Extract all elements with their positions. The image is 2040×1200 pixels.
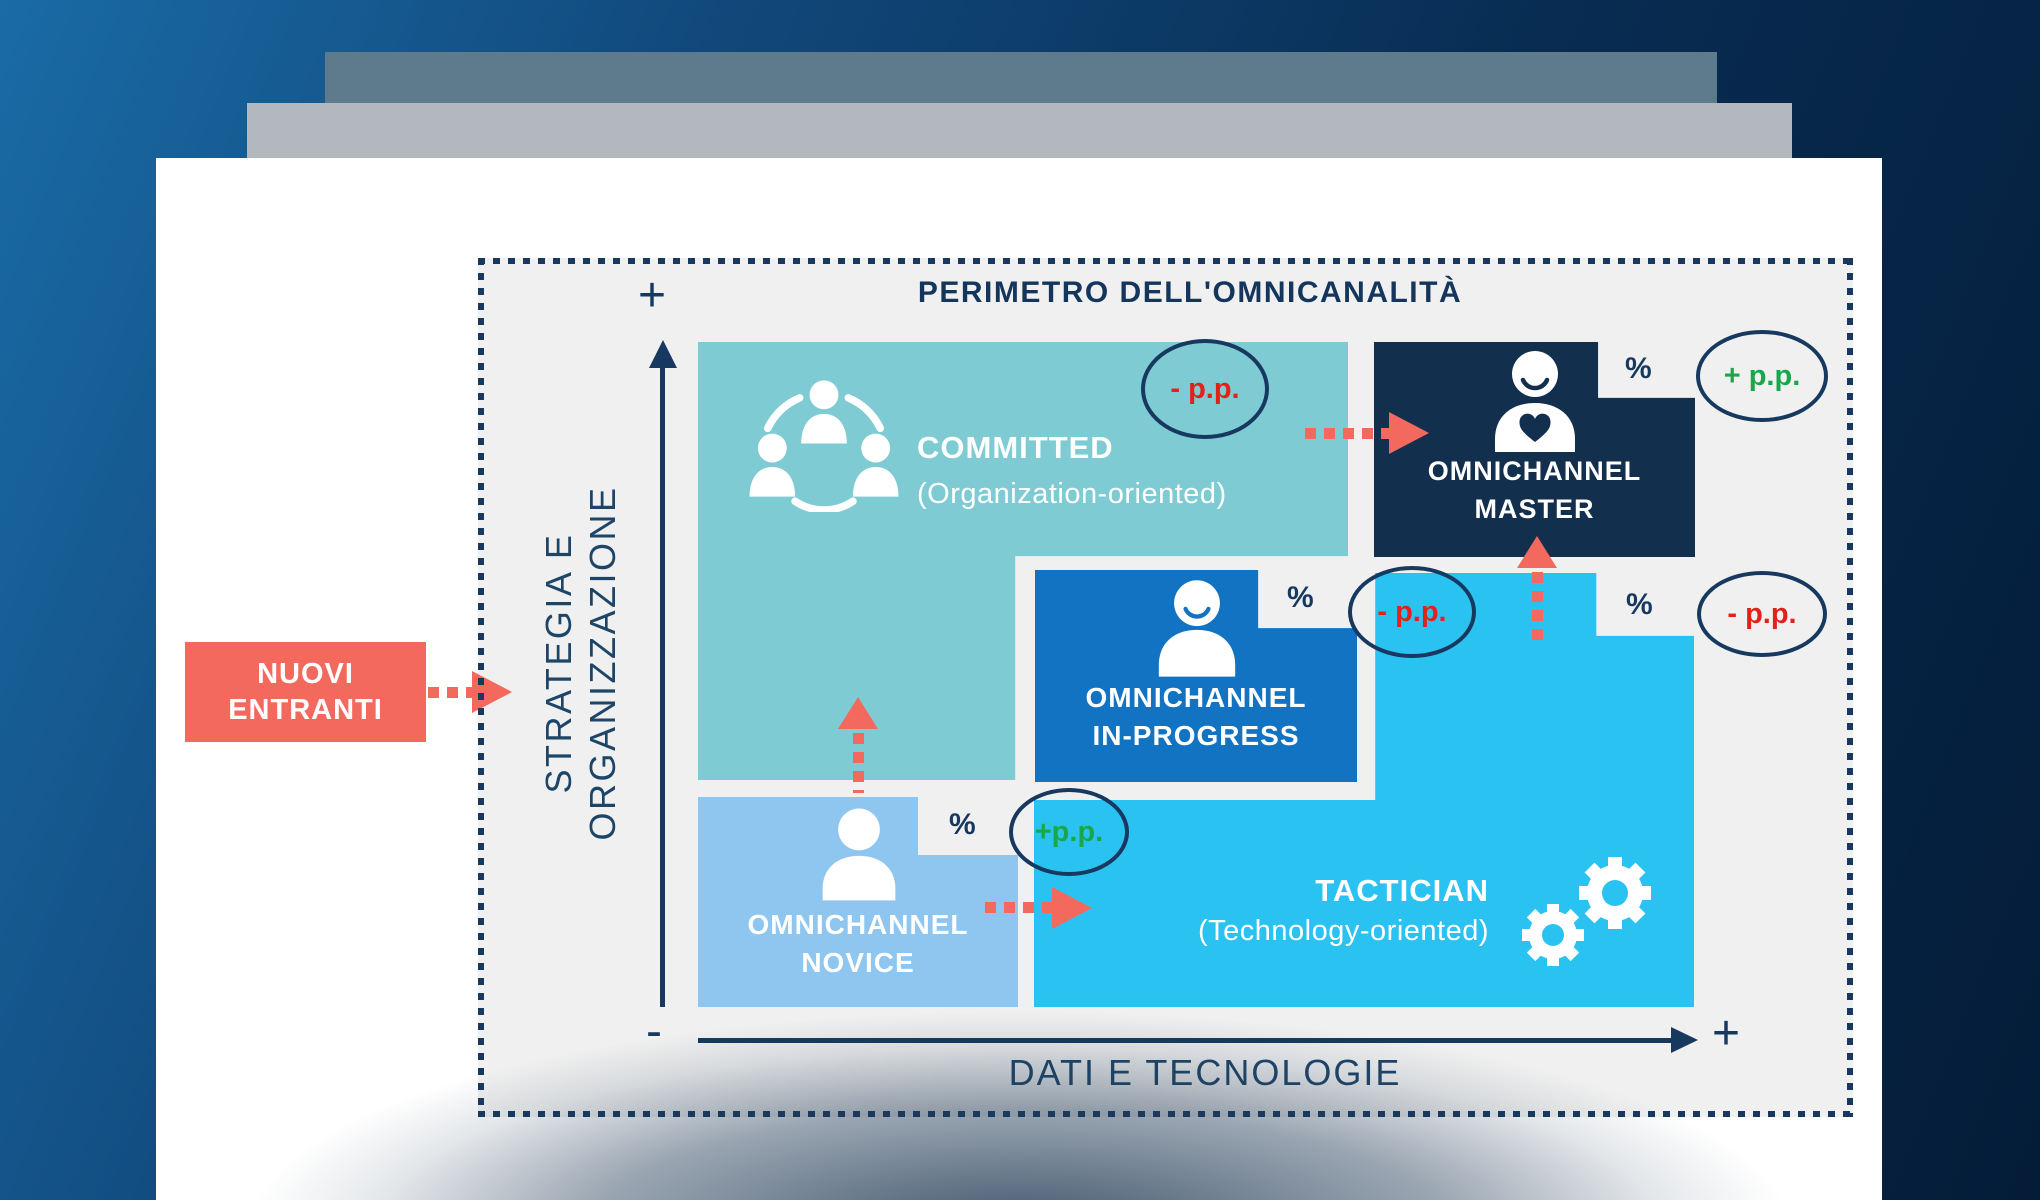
novice-to-tactician-arrow-head-icon bbox=[1052, 887, 1092, 929]
team-network-icon bbox=[749, 380, 899, 512]
master-change-ellipse: + p.p. bbox=[1696, 330, 1828, 422]
segment-tactician-orientation: (Technology-oriented) bbox=[1198, 915, 1489, 947]
segment-committed-name: COMMITTED bbox=[917, 430, 1114, 465]
person-icon bbox=[822, 808, 896, 901]
person-heart-icon bbox=[1495, 351, 1575, 452]
x-axis-label: DATI E TECNOLOGIE bbox=[1008, 1052, 1402, 1093]
segment-novice-name-line2: NOVICE bbox=[801, 947, 915, 978]
gears-icon bbox=[1522, 857, 1651, 966]
diagram-title: PERIMETRO DELL'OMNICANALITÀ bbox=[917, 276, 1463, 309]
novice-percent-label: % bbox=[949, 808, 976, 841]
committed-to-master-arrow-head-icon bbox=[1389, 412, 1429, 454]
stacked-slide-middle bbox=[247, 103, 1792, 158]
perimeter-border-left bbox=[478, 258, 484, 1117]
x-axis-max-sign: + bbox=[1712, 1007, 1741, 1060]
tactician-to-master-arrow-head-icon bbox=[1517, 536, 1557, 568]
y-axis-line bbox=[660, 356, 665, 1007]
committed-to-master-arrow-dots bbox=[1305, 428, 1389, 439]
x-axis-line bbox=[698, 1038, 1673, 1043]
novice-to-tactician-arrow-dots bbox=[985, 902, 1052, 913]
new-entrants-line1: NUOVI bbox=[257, 657, 354, 690]
master-percent-label: % bbox=[1625, 352, 1652, 385]
y-axis-max-sign: + bbox=[638, 269, 667, 322]
committed-change-value: - p.p. bbox=[1170, 372, 1240, 405]
y-axis-label-line2: ORGANIZZAZIONE bbox=[582, 485, 623, 841]
stacked-slide-back bbox=[325, 52, 1717, 103]
in-progress-percent-label: % bbox=[1287, 581, 1314, 614]
new-entrants-line2: ENTRANTI bbox=[228, 694, 383, 726]
novice-change-ellipse: +p.p. bbox=[1009, 788, 1129, 876]
in-progress-change-value: - p.p. bbox=[1377, 595, 1447, 628]
y-axis-arrowhead-icon bbox=[649, 340, 677, 368]
y-axis-label-line1: STRATEGIA E bbox=[538, 532, 580, 794]
segment-in-progress-name-line1: OMNICHANNEL bbox=[1085, 682, 1307, 713]
novice-to-committed-arrow-head-icon bbox=[838, 697, 878, 729]
segment-master-name-line1: OMNICHANNEL bbox=[1427, 456, 1642, 486]
new-entrants-arrow-dots bbox=[428, 687, 472, 698]
y-axis-label: STRATEGIA E ORGANIZZAZIONE bbox=[506, 283, 656, 1043]
novice-change-value: +p.p. bbox=[1034, 815, 1104, 848]
segment-master-name-line2: MASTER bbox=[1474, 494, 1595, 524]
person-smile-icon bbox=[1158, 580, 1236, 677]
master-change-value: + p.p. bbox=[1723, 359, 1801, 392]
tactician-percent-label: % bbox=[1626, 588, 1653, 621]
segment-tactician-name: TACTICIAN bbox=[1315, 873, 1489, 908]
segment-novice-name-line1: OMNICHANNEL bbox=[747, 909, 969, 940]
perimeter-border-bottom bbox=[478, 1111, 1853, 1117]
perimeter-border-top bbox=[478, 258, 1853, 264]
tactician-change-ellipse: - p.p. bbox=[1697, 571, 1827, 657]
novice-to-committed-arrow-dots bbox=[853, 733, 864, 793]
new-entrants-label: NUOVI ENTRANTI bbox=[185, 642, 426, 742]
segment-committed-orientation: (Organization-oriented) bbox=[917, 478, 1227, 510]
tactician-change-value: - p.p. bbox=[1727, 597, 1797, 630]
in-progress-change-ellipse: - p.p. bbox=[1348, 566, 1476, 658]
perimeter-border-right bbox=[1847, 258, 1853, 1117]
tactician-to-master-arrow-dots bbox=[1532, 572, 1543, 645]
segment-in-progress-name-line2: IN-PROGRESS bbox=[1092, 720, 1300, 751]
committed-change-ellipse: - p.p. bbox=[1141, 339, 1269, 439]
x-axis-arrowhead-icon bbox=[1671, 1027, 1698, 1053]
